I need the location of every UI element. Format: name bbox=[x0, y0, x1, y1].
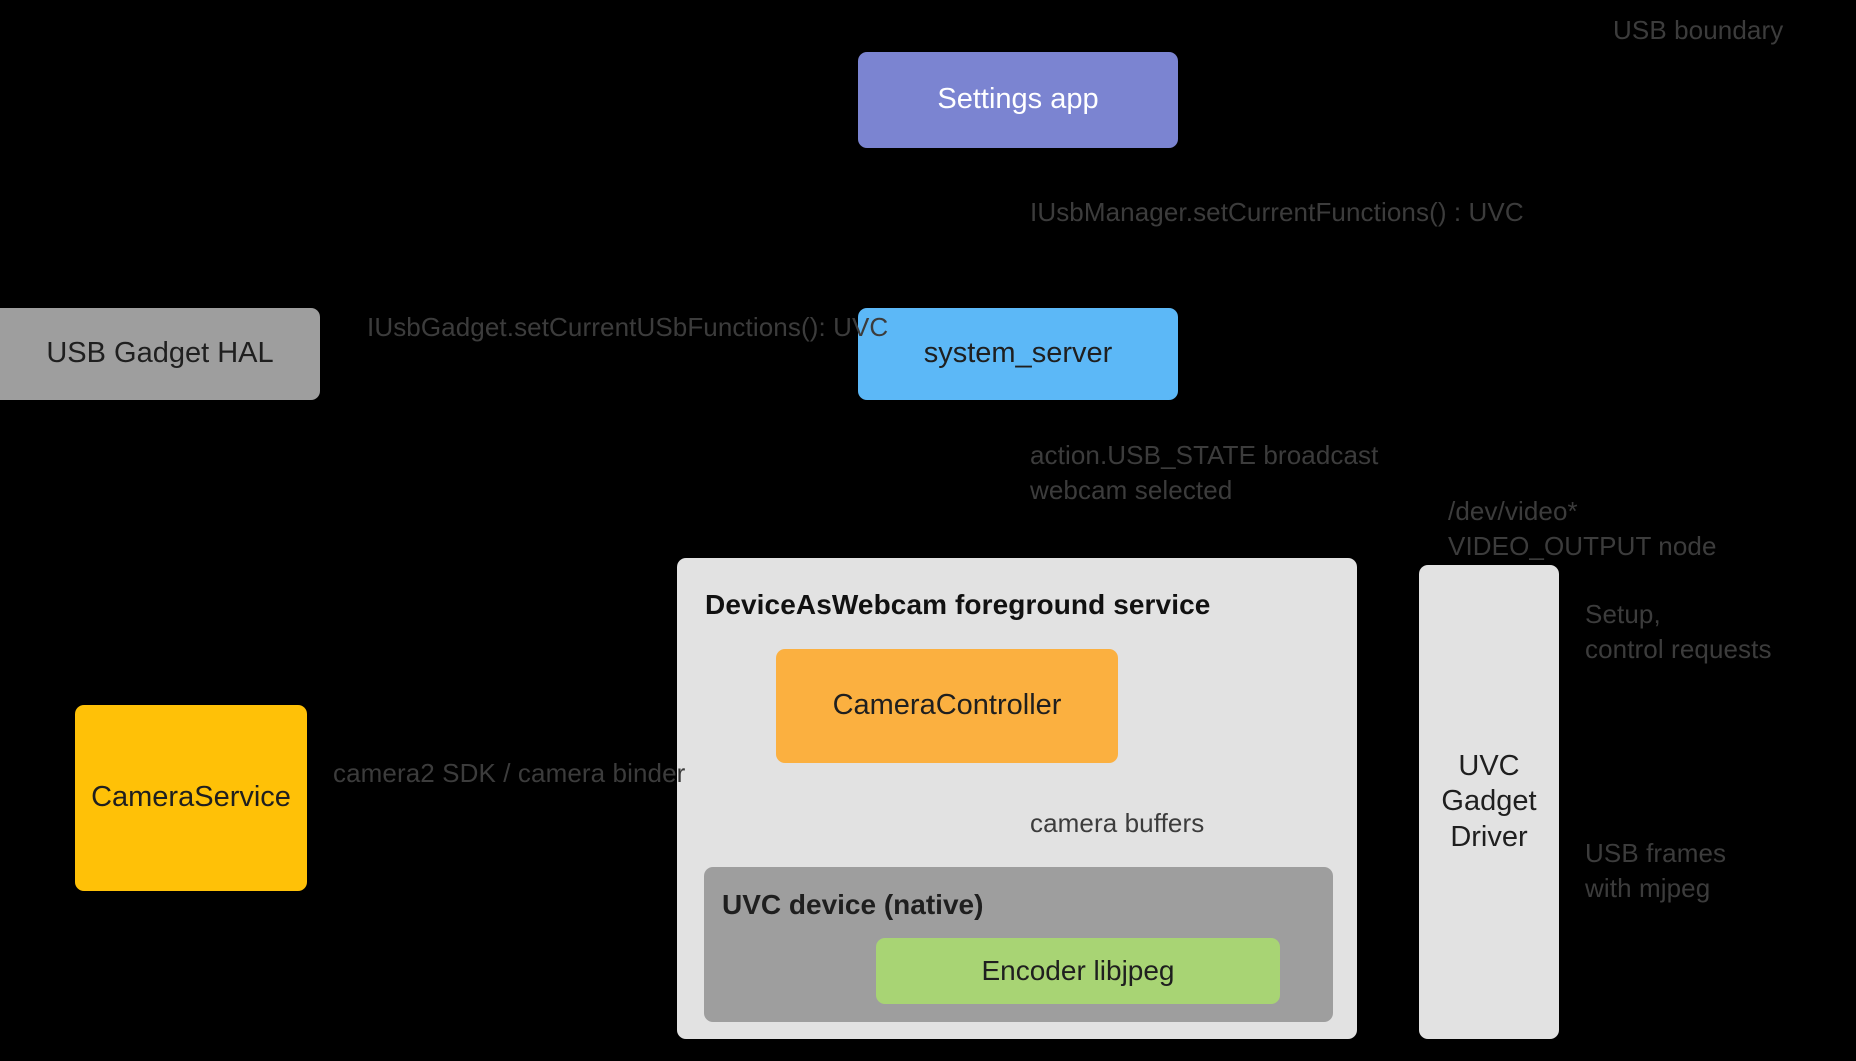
node-uvc-gadget-driver-label: UVC Gadget Driver bbox=[1441, 749, 1537, 853]
node-settings-app-label: Settings app bbox=[937, 83, 1099, 116]
node-camera-controller[interactable]: CameraController bbox=[776, 649, 1118, 763]
annotation-usb-frames-mjpeg: USB frames with mjpeg bbox=[1585, 838, 1727, 904]
annotation-dev-video-node: /dev/video* VIDEO_OUTPUT node bbox=[1448, 496, 1717, 562]
annotation-iusbgadget-setcurrentusbfunctions: IUsbGadget.setCurrentUSbFunctions(): UVC bbox=[367, 312, 889, 342]
node-encoder-libjpeg[interactable]: Encoder libjpeg bbox=[876, 938, 1280, 1004]
annotation-iusbmanager-setcurrentfunctions: IUsbManager.setCurrentFunctions() : UVC bbox=[1030, 197, 1524, 227]
node-settings-app[interactable]: Settings app bbox=[858, 52, 1178, 148]
node-camera-service-label: CameraService bbox=[91, 781, 291, 814]
service-panel-title: DeviceAsWebcam foreground service bbox=[705, 589, 1211, 620]
node-usb-gadget-hal[interactable]: USB Gadget HAL bbox=[0, 308, 320, 400]
node-system-server-label: system_server bbox=[923, 337, 1113, 370]
uvc-device-title: UVC device (native) bbox=[722, 889, 984, 920]
annotation-camera2-sdk-binder: camera2 SDK / camera binder bbox=[333, 758, 686, 788]
node-uvc-gadget-driver[interactable]: UVC Gadget Driver bbox=[1419, 565, 1559, 1039]
annotation-camera-buffers: camera buffers bbox=[1030, 808, 1205, 838]
node-camera-controller-label: CameraController bbox=[832, 689, 1062, 722]
node-encoder-libjpeg-label: Encoder libjpeg bbox=[981, 954, 1175, 986]
annotation-usb-boundary: USB boundary bbox=[1613, 15, 1784, 45]
node-usb-gadget-hal-label: USB Gadget HAL bbox=[46, 337, 274, 370]
node-camera-service[interactable]: CameraService bbox=[75, 705, 307, 891]
annotation-setup-control-requests: Setup, control requests bbox=[1585, 599, 1772, 665]
node-system-server[interactable]: system_server bbox=[858, 308, 1178, 400]
annotation-usb-state-broadcast: action.USB_STATE broadcast webcam select… bbox=[1030, 440, 1379, 506]
